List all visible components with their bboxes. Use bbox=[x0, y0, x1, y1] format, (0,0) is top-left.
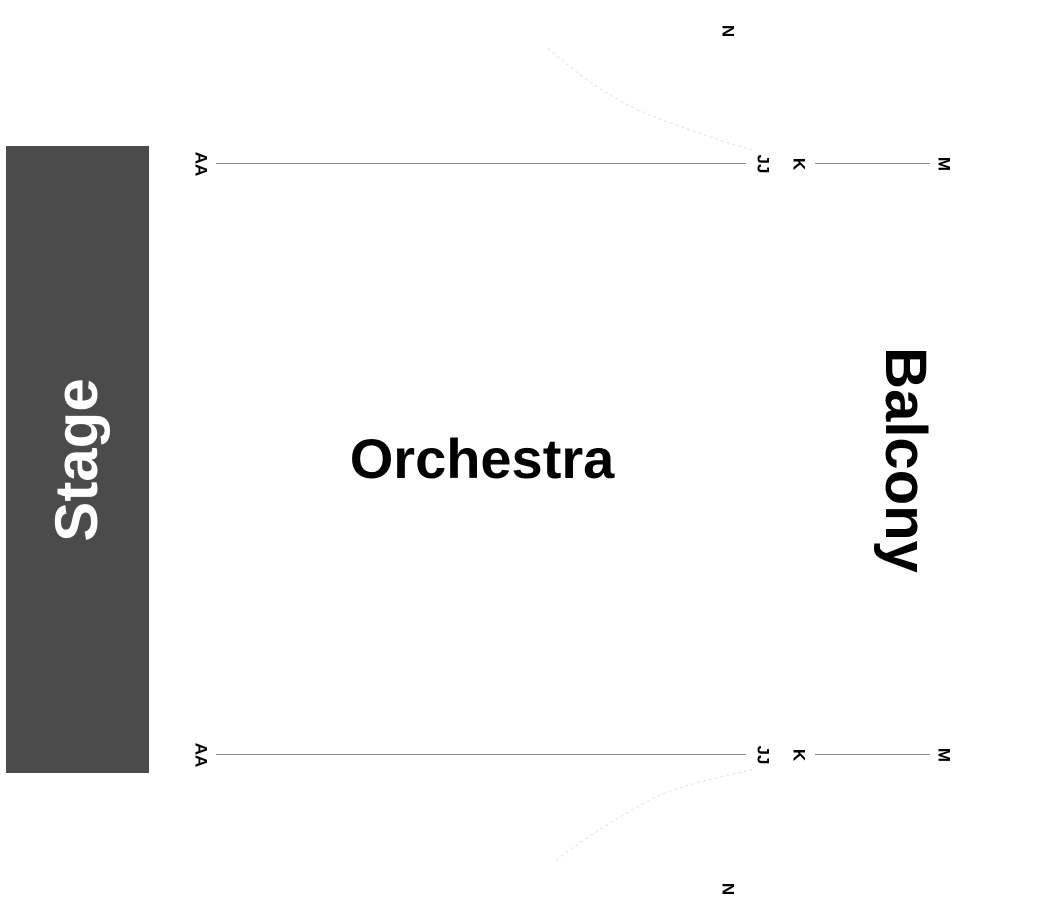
row-aa-bottom[interactable]: AA bbox=[191, 742, 211, 768]
stage-label: Stage bbox=[43, 378, 110, 542]
balcony-row-line-top bbox=[815, 163, 930, 164]
row-n-bottom[interactable]: N bbox=[718, 882, 738, 896]
row-jj-bottom[interactable]: JJ bbox=[753, 745, 773, 765]
row-k-bottom[interactable]: K bbox=[789, 748, 809, 762]
row-m-top[interactable]: M bbox=[934, 156, 954, 172]
row-k-top[interactable]: K bbox=[789, 157, 809, 171]
balcony-label[interactable]: Balcony bbox=[873, 347, 938, 573]
orchestra-label[interactable]: Orchestra bbox=[349, 427, 615, 490]
orchestra-row-line-top bbox=[216, 163, 746, 164]
row-n-top[interactable]: N bbox=[718, 24, 738, 38]
stage-area[interactable] bbox=[6, 146, 149, 773]
bottom-faint-curve bbox=[555, 769, 753, 861]
top-faint-curve bbox=[547, 47, 753, 151]
row-m-bottom[interactable]: M bbox=[934, 747, 954, 763]
row-aa-top[interactable]: AA bbox=[191, 151, 211, 177]
orchestra-row-line-bottom bbox=[216, 754, 746, 755]
row-jj-top[interactable]: JJ bbox=[753, 154, 773, 174]
balcony-row-line-bottom bbox=[815, 754, 930, 755]
